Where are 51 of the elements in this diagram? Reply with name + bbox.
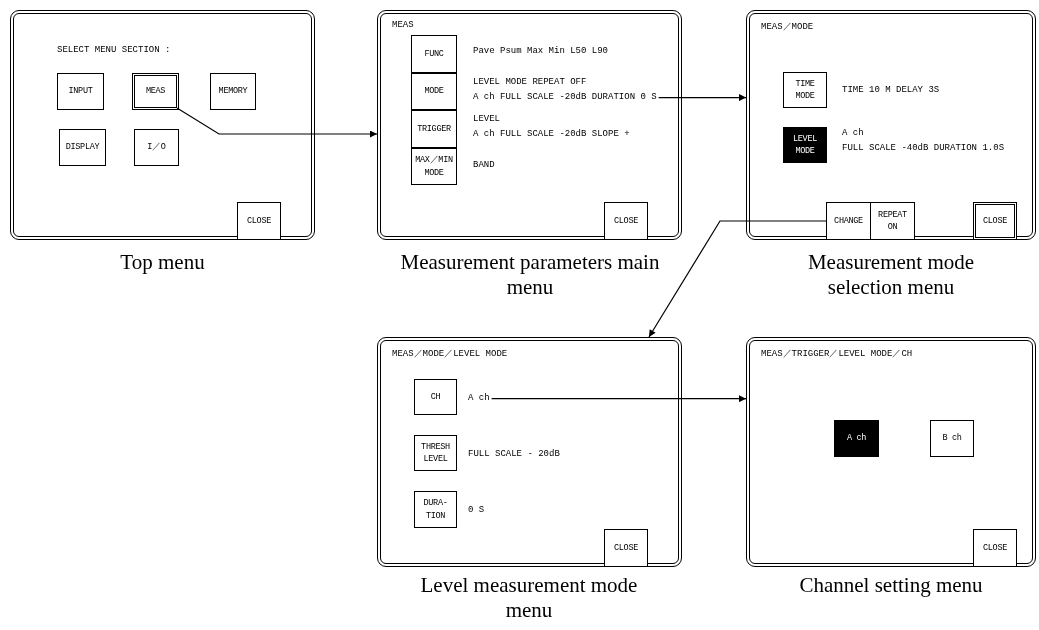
menu-button: FUNC <box>411 35 457 73</box>
menu-button: THRESH LEVEL <box>414 435 457 471</box>
menu-button: MEMORY <box>210 73 256 110</box>
arrow <box>491 395 747 403</box>
menu-prompt: SELECT MENU SECTION : <box>57 45 171 55</box>
setting-value: A ch <box>468 392 490 405</box>
menu-button: CLOSE <box>604 529 648 567</box>
menu-button: LEVEL MODE <box>783 127 827 163</box>
arrow <box>648 220 827 338</box>
menu-button: DISPLAY <box>59 129 106 166</box>
menu-screen <box>746 337 1036 567</box>
menu-screen <box>377 10 682 240</box>
menu-button: CLOSE <box>973 529 1017 567</box>
setting-value: A ch FULL SCALE -40dB DURATION 1.0S <box>842 127 1005 156</box>
screen-caption: Level measurement mode menu <box>419 573 639 624</box>
menu-button: MODE <box>411 73 457 110</box>
screen-caption: Measurement parameters main menu <box>400 250 660 301</box>
menu-button: CLOSE <box>604 202 648 240</box>
setting-value: LEVEL MODE REPEAT OFF A ch FULL SCALE -20dB DURATION 0 S <box>473 76 657 105</box>
screen-caption: Measurement mode selection menu <box>806 250 976 301</box>
menu-screen <box>10 10 315 240</box>
screen-path: MEAS／MODE <box>761 21 814 33</box>
setting-value: FULL SCALE - 20dB <box>468 448 560 461</box>
menu-button: INPUT <box>57 73 104 110</box>
screen-path: MEAS／MODE／LEVEL MODE <box>392 348 508 360</box>
menu-button: REPEAT ON <box>870 202 915 240</box>
screen-path: MEAS／TRIGGER／LEVEL MODE／CH <box>761 348 913 360</box>
menu-button: DURA- TION <box>414 491 457 528</box>
screen-caption: Channel setting menu <box>798 573 984 599</box>
setting-value: LEVEL A ch FULL SCALE -20dB SLOPE + <box>473 113 630 142</box>
menu-button: MEAS <box>132 73 179 110</box>
screen-caption: Top menu <box>119 250 206 276</box>
setting-value: TIME 10 M DELAY 3S <box>842 84 940 97</box>
menu-button: CLOSE <box>973 202 1017 240</box>
arrow <box>176 107 378 138</box>
menu-button: TRIGGER <box>411 110 457 148</box>
menu-button: CH <box>414 379 457 415</box>
menu-button: CLOSE <box>237 202 281 240</box>
menu-screen <box>746 10 1036 240</box>
menu-button: MAX／MIN MODE <box>411 148 457 185</box>
screen-path: MEAS <box>392 20 414 30</box>
menu-screen <box>377 337 682 567</box>
menu-button: CHANGE <box>826 202 871 240</box>
menu-button: A ch <box>834 420 879 457</box>
menu-button: TIME MODE <box>783 72 827 108</box>
menu-button: I／O <box>134 129 179 166</box>
setting-value: 0 S <box>468 504 485 517</box>
arrow <box>658 94 747 102</box>
setting-value: Pave Psum Max Min L50 L90 <box>473 45 609 58</box>
setting-value: BAND <box>473 159 495 172</box>
menu-button: B ch <box>930 420 974 457</box>
